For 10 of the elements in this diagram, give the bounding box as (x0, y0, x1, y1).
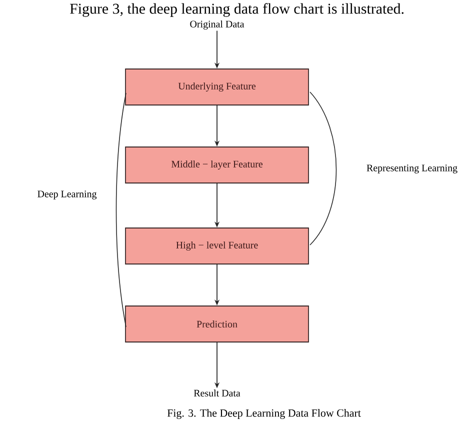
process-box: High − level Feature (125, 228, 309, 264)
bracket-label: Deep Learning (38, 190, 97, 200)
heading: Figure 3, the deep learning data flow chart is illustrated. (70, 3, 404, 17)
process-box: Underlying Feature (125, 68, 309, 106)
data-label: Result Data (194, 390, 240, 396)
process-box: Prediction (125, 306, 309, 342)
caption: Fig. 3. The Deep Learning Data Flow Chart (167, 409, 361, 419)
process-box: Middle − layer Feature (125, 146, 309, 184)
data-label: Original Data (190, 20, 244, 30)
bracket-label: Representing Learning (366, 164, 458, 174)
